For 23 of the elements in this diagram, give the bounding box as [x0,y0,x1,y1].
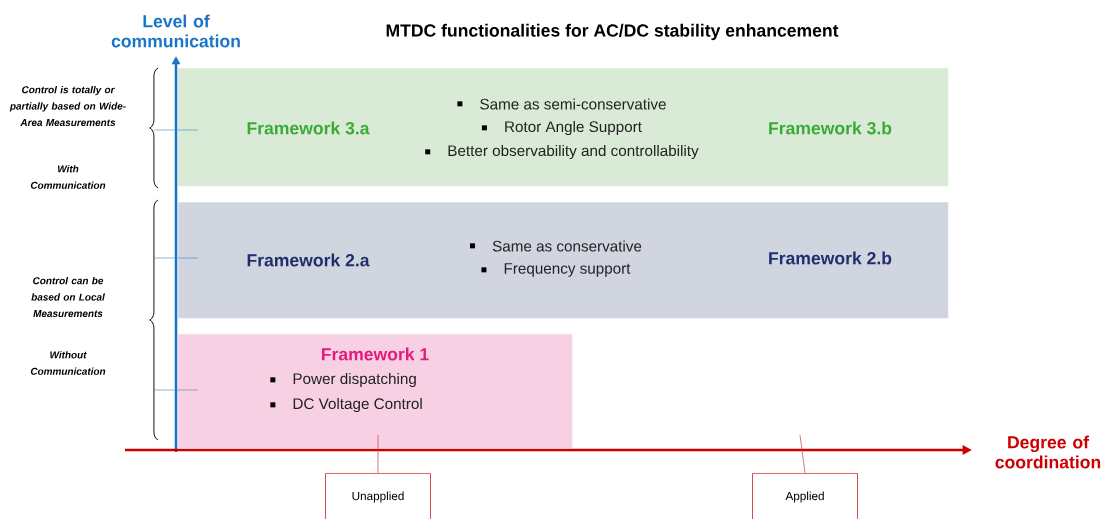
bullet-item: Same as semi-conservative [480,98,666,110]
category-box: Applied [752,472,858,519]
bullet-item: Frequency support [504,263,631,277]
bullet-item: Rotor Angle Support [505,120,642,136]
framework-heading: Framework 3.b [769,121,892,135]
annotation-text: Control can be based on Local Measurements [31,276,105,318]
axis-label: Level of communication [111,14,240,48]
framework-heading: Framework 2.b [769,251,892,265]
framework-heading: Framework 2.a [247,253,370,267]
annotation-text: Without Communication [30,351,106,375]
bullet-item: Better observability and controllability [448,144,699,160]
annotation-text: With Communication [30,165,106,189]
category-box: Unapplied [325,472,431,519]
annotation-text: Control is totally or partially based on Wide-Area Measurements [9,85,126,127]
axis-label: Degree of coordination [995,435,1101,469]
title: MTDC functionalities for AC/DC stability enhancement [386,23,839,41]
leader-line [377,434,379,474]
framework-heading: Framework 3.a [247,121,370,135]
bullet-item: Power dispatching [293,372,416,388]
bullet-item: Same as conservative [492,240,642,252]
leader-line [799,434,806,474]
bullet-item: DC Voltage Control [293,397,422,413]
framework-heading: Framework 1 [322,347,429,361]
